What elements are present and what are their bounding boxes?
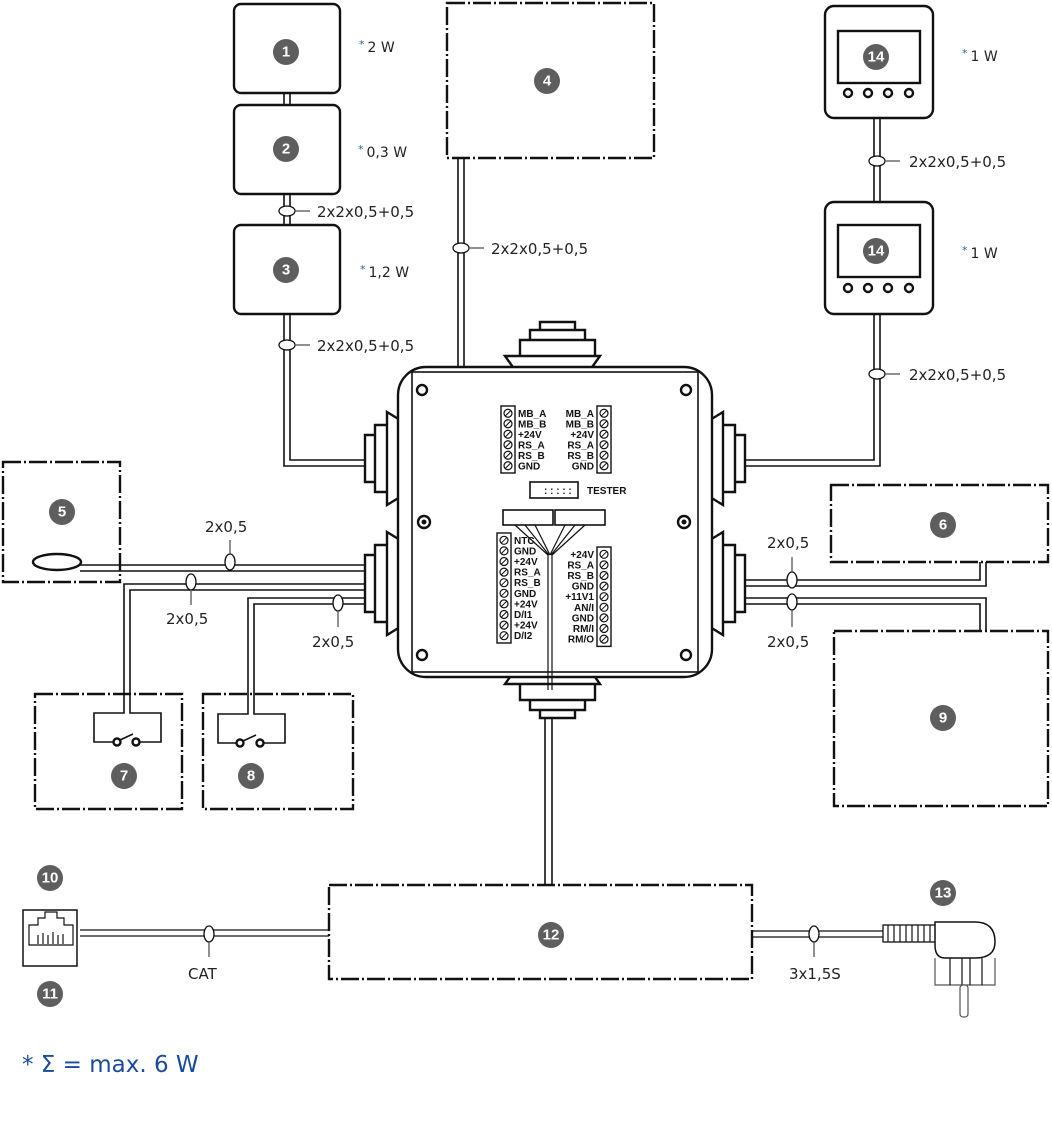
svg-text:8: 8 — [247, 768, 255, 785]
device-8 — [201, 692, 355, 811]
terminal-label: +24V — [514, 621, 538, 632]
power-label-1: *2 W — [359, 38, 395, 56]
terminal-label: GND — [518, 461, 540, 472]
terminal-label: RM/I — [573, 624, 594, 635]
svg-text:13: 13 — [935, 885, 952, 902]
svg-text:1: 1 — [282, 44, 290, 61]
power-footnote: * Σ = max. 6 W — [22, 1052, 199, 1078]
cable-label: 2x0,5 — [312, 633, 354, 651]
cable-label: 2x0,5 — [767, 534, 809, 552]
terminal-label: GND — [572, 613, 594, 624]
cable-label: 3x1,5S — [789, 965, 841, 983]
power-label-14-upper: *1 W — [962, 47, 998, 65]
terminal-label: RS_B — [514, 578, 541, 589]
switch-icon — [235, 738, 245, 748]
badge-4: 4 — [534, 68, 560, 94]
switch-icon — [112, 737, 122, 747]
badge-7: 7 — [111, 763, 137, 789]
cable-label: 2x0,5 — [767, 633, 809, 651]
cable-label: 2x2x0,5+0,5 — [317, 337, 414, 355]
terminal-label: D/I1 — [514, 610, 533, 621]
power-labels: *2 W *0,3 W *1,2 W *1 W *1 W — [358, 38, 998, 281]
svg-text:5: 5 — [58, 504, 66, 521]
cable-label: 2x2x0,5+0,5 — [909, 366, 1006, 384]
terminal-label: NTC — [514, 536, 535, 547]
cable-label: 2x0,5 — [166, 610, 208, 628]
badge-13: 13 — [930, 880, 956, 906]
cable-label: 2x2x0,5+0,5 — [909, 153, 1006, 171]
terminal-label: RS_B — [567, 571, 594, 582]
terminal-label: +24V — [514, 557, 538, 568]
badge-2: 2 — [273, 136, 299, 162]
cable-label: CAT — [188, 965, 218, 983]
device-7 — [33, 692, 184, 811]
terminal-label: RS_B — [518, 451, 545, 462]
badge-3: 3 — [273, 257, 299, 283]
svg-text:11: 11 — [42, 986, 58, 1003]
mains-plug-icon — [882, 921, 996, 1018]
cable-label: 2x2x0,5+0,5 — [491, 240, 588, 258]
power-label-3: *1,2 W — [360, 263, 409, 281]
number-badges: 1 2 3 4 5 6 7 8 9 10 11 12 13 14 14 — [37, 39, 956, 1007]
terminal-label: +24V — [570, 430, 594, 441]
terminal-label: RS_B — [567, 451, 594, 462]
rj45-socket-icon — [22, 909, 78, 967]
terminal-label: MB_B — [518, 419, 546, 430]
badge-9: 9 — [930, 705, 956, 731]
svg-text:14: 14 — [868, 243, 885, 260]
terminal-label: RS_A — [567, 440, 594, 451]
terminal-label: +24V — [570, 550, 594, 561]
badge-6: 6 — [930, 512, 956, 538]
svg-text:9: 9 — [939, 710, 947, 727]
terminal-label: GND — [572, 582, 594, 593]
svg-text:12: 12 — [543, 927, 560, 944]
tester-label: TESTER — [587, 486, 627, 497]
terminal-label: MB_B — [566, 419, 594, 430]
badge-12: 12 — [538, 922, 564, 948]
terminal-label: +24V — [514, 599, 538, 610]
ntc-sensor-icon — [31, 552, 83, 572]
svg-text:7: 7 — [120, 768, 128, 785]
device-4 — [445, 1, 656, 160]
cable-labels: 2x2x0,5+0,5 2x2x0,5+0,5 2x2x0,5+0,5 2x2x… — [166, 153, 1006, 983]
power-label-2: *0,3 W — [358, 143, 407, 161]
terminal-label: RS_A — [567, 560, 594, 571]
cable-label: 2x2x0,5+0,5 — [317, 203, 414, 221]
svg-text:10: 10 — [42, 870, 59, 887]
badge-14-upper: 14 — [863, 44, 889, 70]
svg-text:14: 14 — [868, 49, 885, 66]
terminal-label: GND — [514, 546, 536, 557]
power-label-14-lower: *1 W — [962, 244, 998, 262]
terminal-label: RS_A — [514, 568, 541, 579]
svg-text:3: 3 — [282, 262, 290, 279]
svg-text:2: 2 — [282, 141, 290, 158]
terminal-label: +11V1 — [565, 592, 594, 603]
badge-14-lower: 14 — [863, 238, 889, 264]
badge-10: 10 — [37, 865, 63, 891]
terminal-label: RM/O — [568, 635, 594, 646]
terminal-label: D/I2 — [514, 631, 533, 642]
terminal-label: RS_A — [518, 440, 545, 451]
badge-8: 8 — [238, 763, 264, 789]
terminal-label: GND — [572, 461, 594, 472]
terminal-label: MB_A — [566, 409, 594, 420]
terminal-label: MB_A — [518, 409, 546, 420]
cable-label: 2x0,5 — [205, 518, 247, 536]
svg-text:4: 4 — [543, 73, 552, 90]
terminal-label: AN/I — [574, 603, 594, 614]
terminal-label: +24V — [518, 430, 542, 441]
svg-text:6: 6 — [939, 517, 947, 534]
badge-1: 1 — [273, 39, 299, 65]
tester-pins: : : : : : — [544, 486, 572, 497]
badge-11: 11 — [37, 981, 63, 1007]
terminal-label: GND — [514, 589, 536, 600]
badge-5: 5 — [49, 499, 75, 525]
